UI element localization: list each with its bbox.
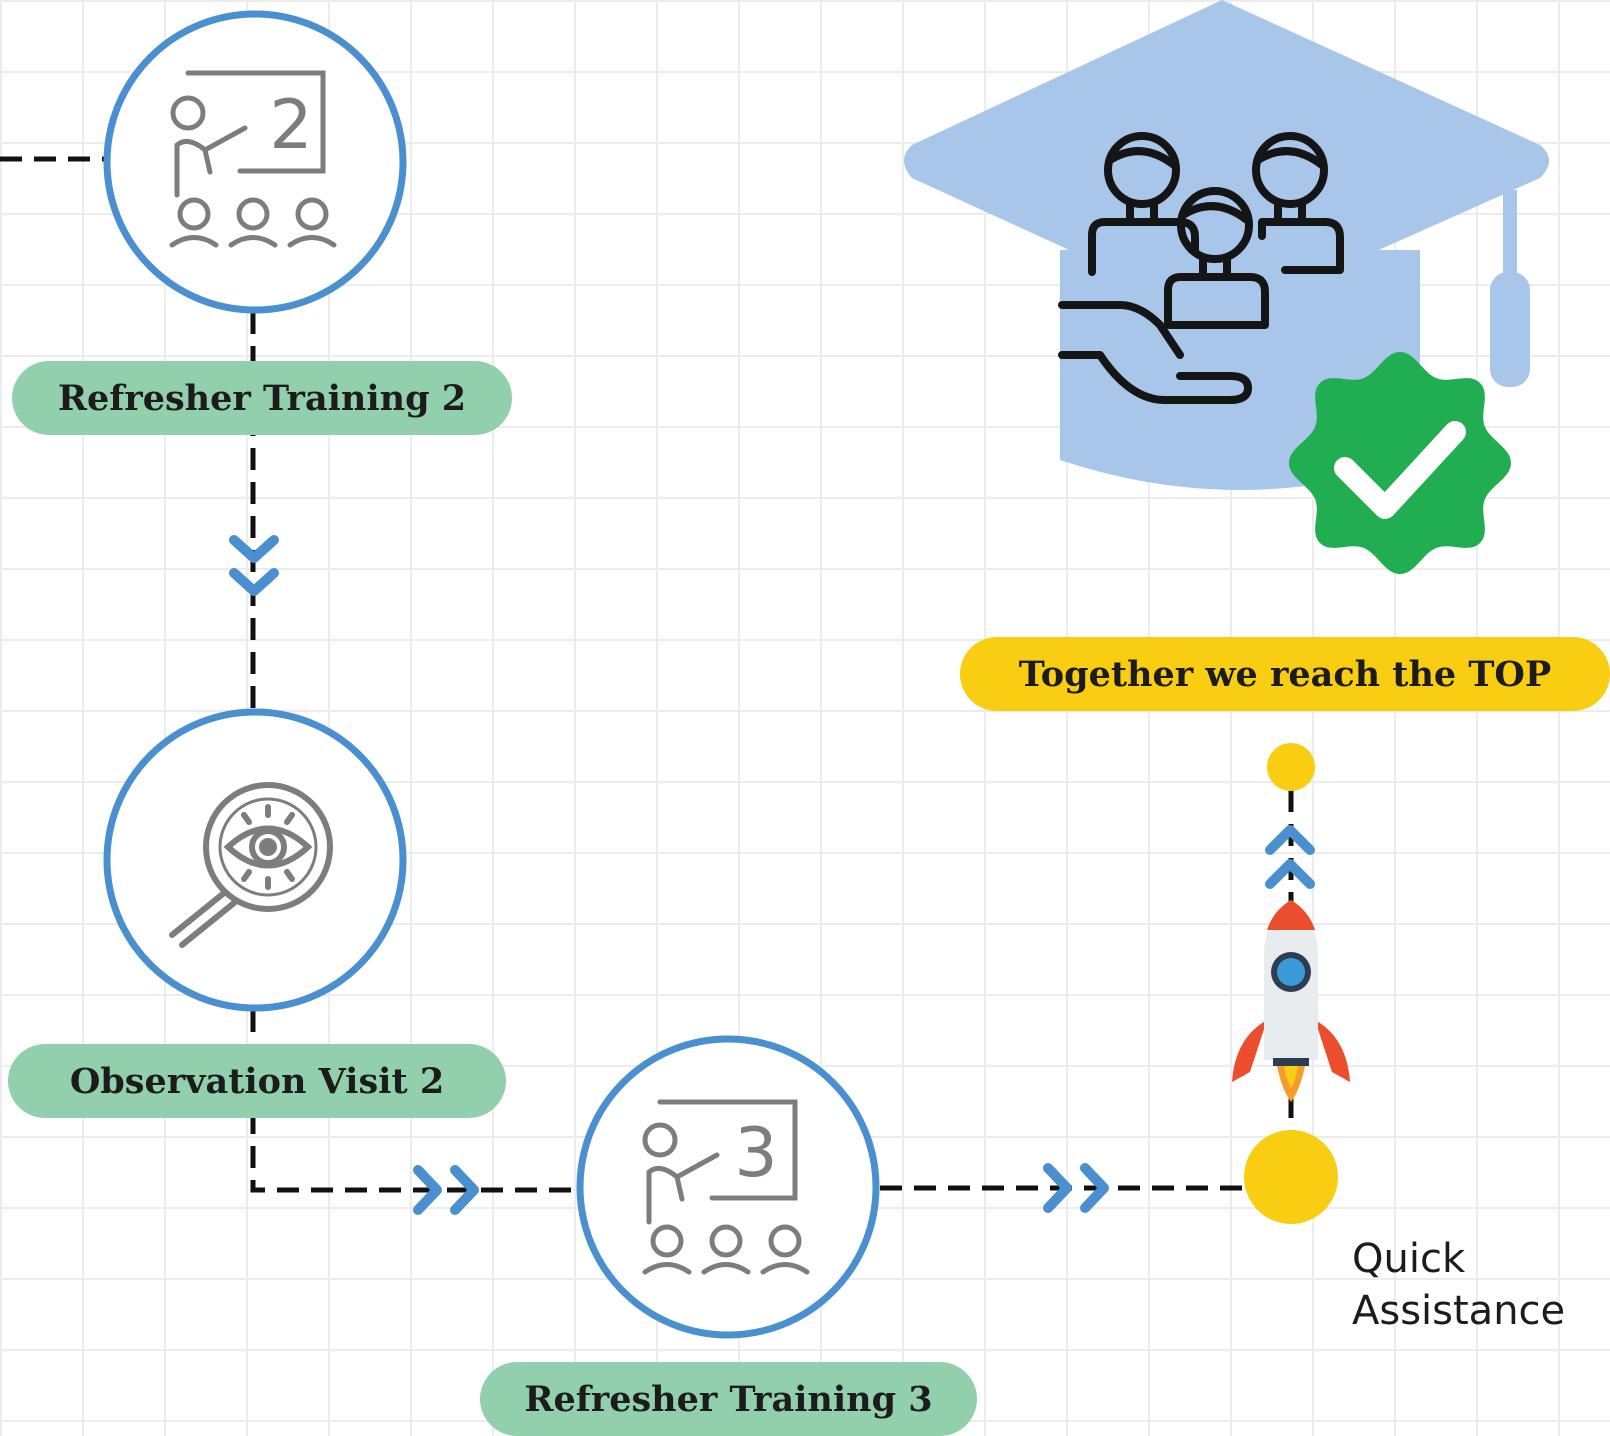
step-label-observation-2: Observation Visit 2: [8, 1044, 506, 1118]
quick-assistance-label: Quick Assistance: [1352, 1233, 1565, 1337]
goal-dot: [1267, 743, 1315, 791]
presentation-icon: [642, 1099, 810, 1275]
step-circle-observation-2: [103, 708, 407, 1012]
double-chevron-icon: [413, 1165, 479, 1215]
verified-badge-icon: [1289, 352, 1511, 574]
magnifier-eye-icon: [169, 782, 333, 948]
quick-assistance-line2: Assistance: [1352, 1288, 1566, 1334]
double-chevron-icon: [1043, 1163, 1109, 1213]
presentation-number: 2: [269, 86, 312, 165]
step-label-refresher-2: Refresher Training 2: [12, 361, 512, 435]
step-label-refresher-3: Refresher Training 3: [480, 1362, 977, 1436]
presentation-icon: [169, 70, 337, 248]
step-circle-refresher-3: 3: [576, 1035, 880, 1339]
rocket-icon: [1232, 900, 1350, 1102]
quick-assistance-line1: Quick: [1352, 1236, 1466, 1282]
presentation-number: 3: [734, 1114, 777, 1193]
people-hand-icon: [1058, 132, 1344, 404]
goal-label: Together we reach the TOP: [960, 637, 1610, 711]
double-chevron-icon: [229, 535, 279, 596]
assistance-dot: [1244, 1130, 1338, 1224]
double-chevron-icon: [1265, 825, 1315, 889]
step-circle-refresher-2: 2: [103, 10, 407, 314]
